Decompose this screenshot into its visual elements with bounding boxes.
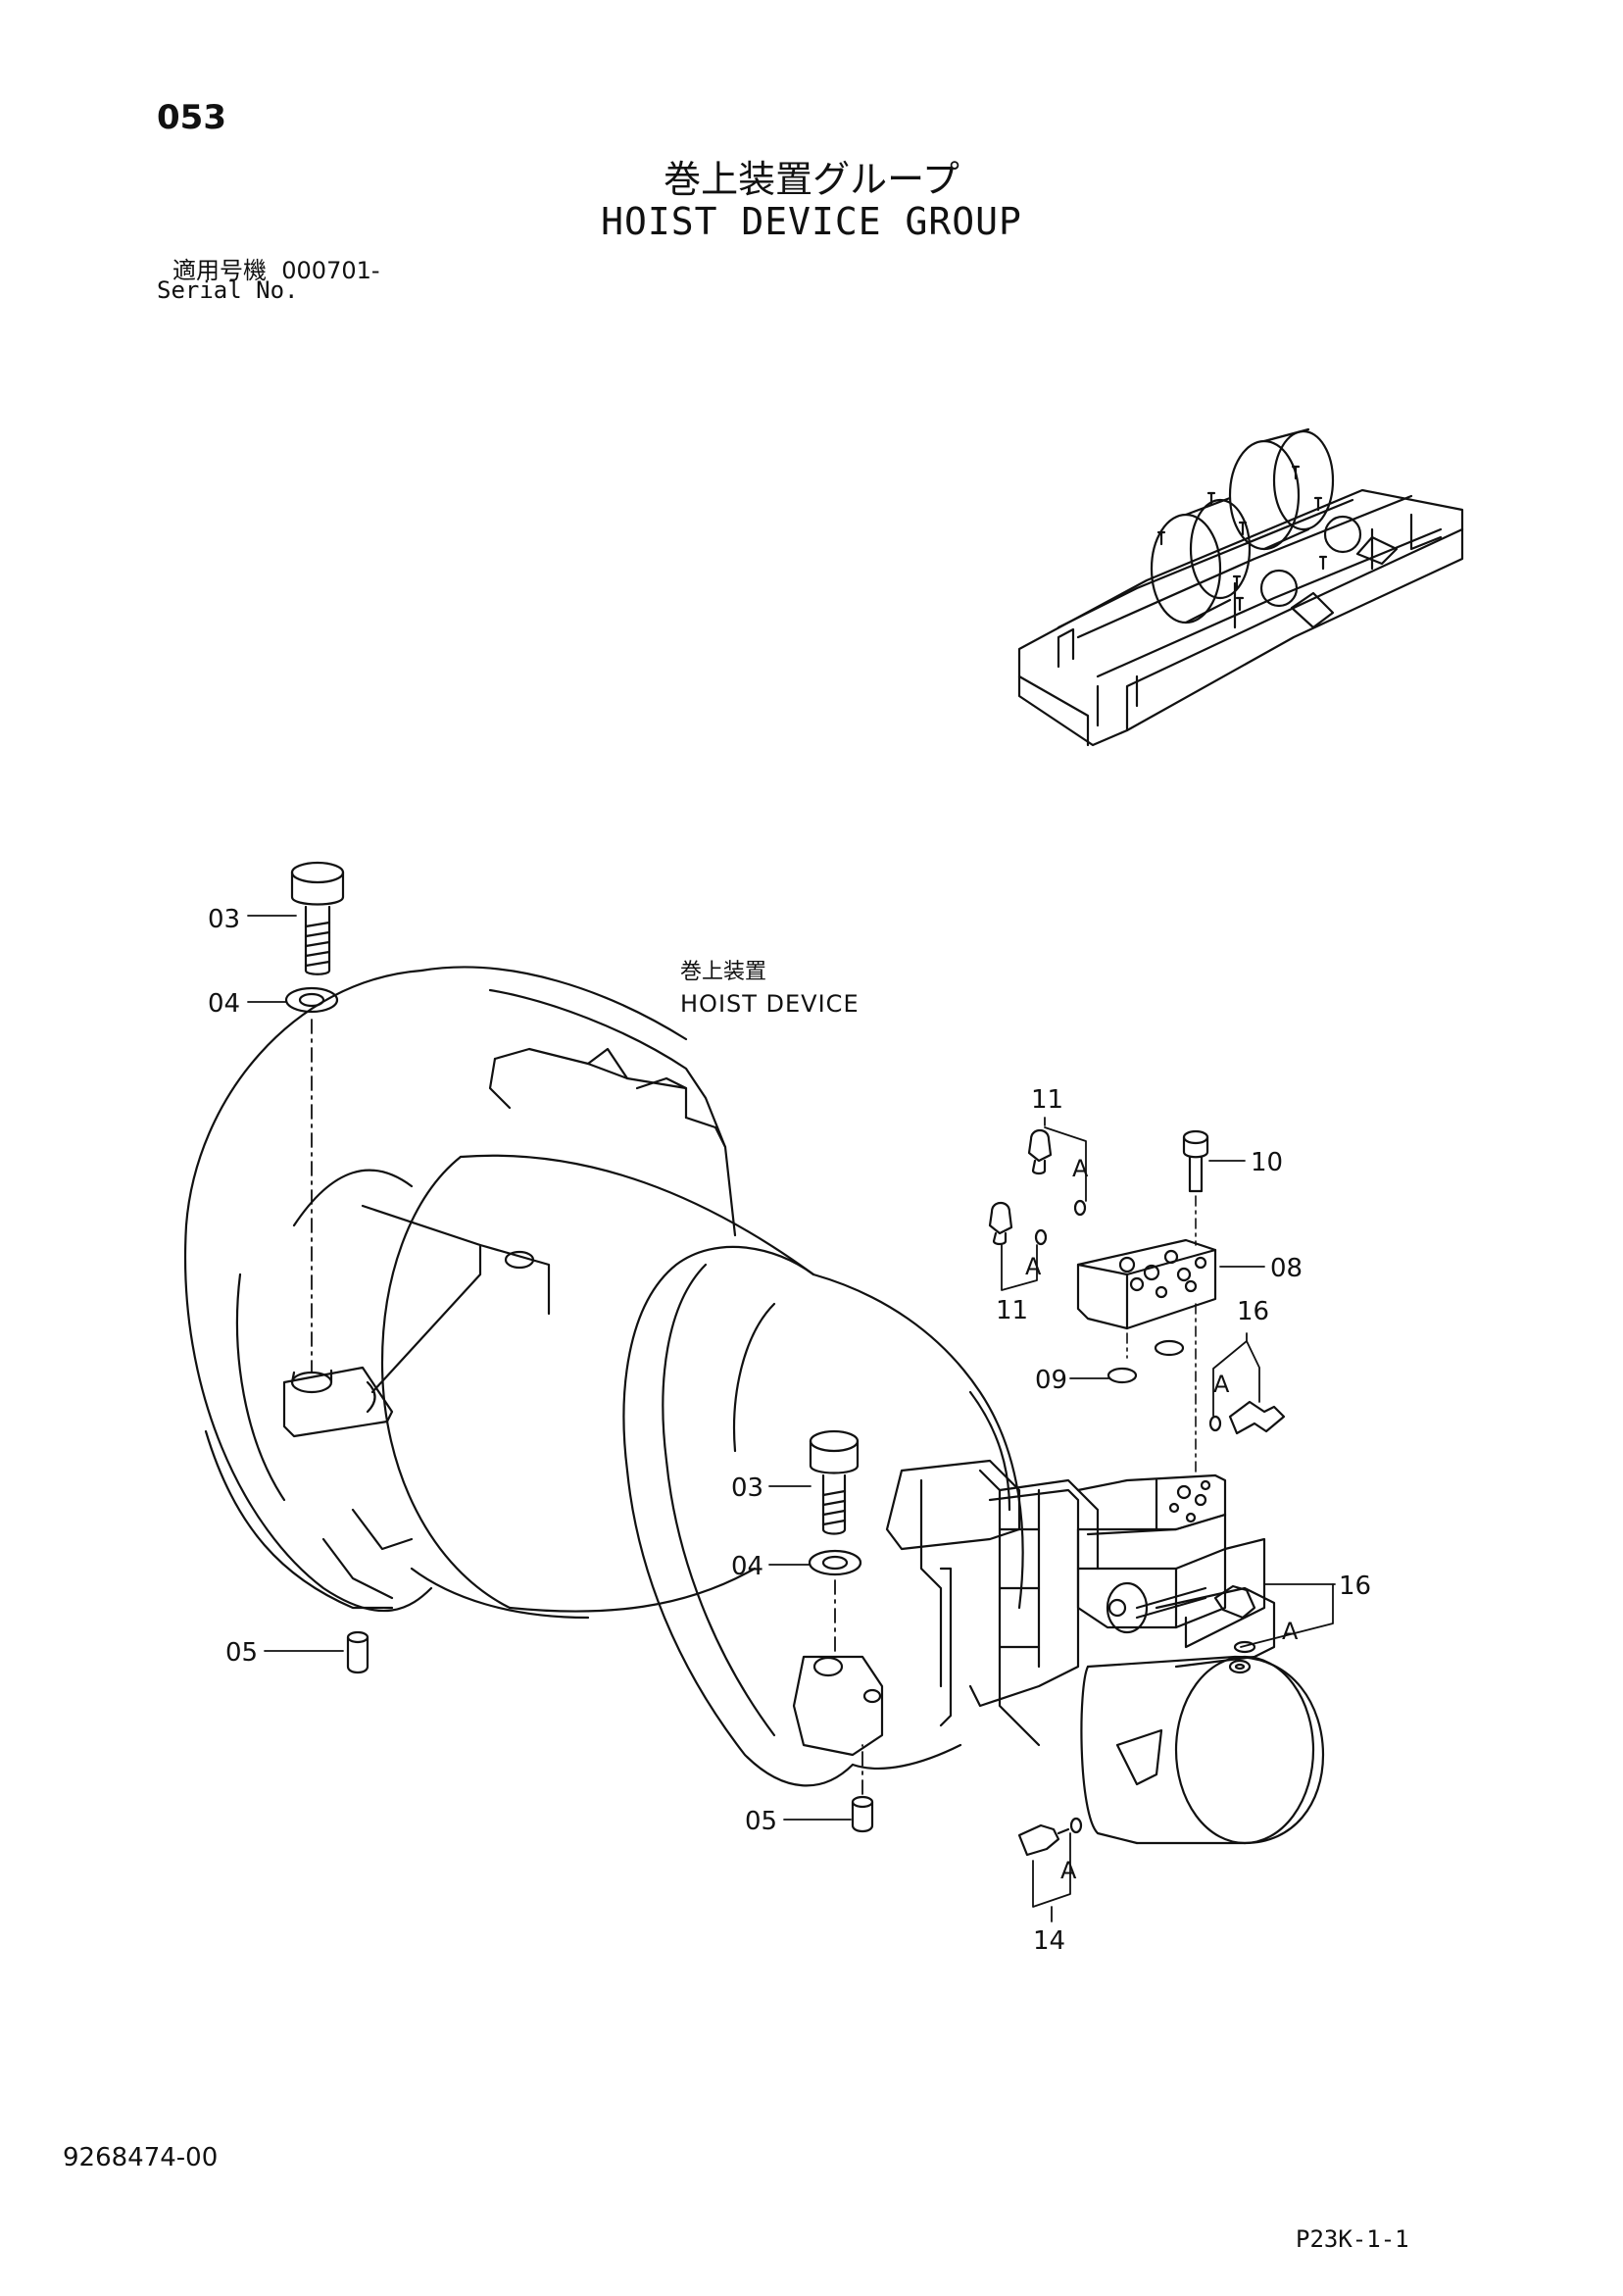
- serial-value: 000701-: [281, 257, 380, 284]
- assembly-label-en: HOIST DEVICE: [680, 990, 860, 1018]
- callout-a-5: A: [1060, 1857, 1077, 1884]
- leader-lines: [247, 915, 1336, 1922]
- callout-a-1: A: [1072, 1155, 1089, 1182]
- port-cap: [1228, 1659, 1252, 1674]
- callout-09: 09: [1035, 1366, 1067, 1395]
- callout-11-top: 11: [1031, 1085, 1063, 1115]
- valve-plate-08: [1076, 1238, 1217, 1330]
- plug-11-a: [1027, 1128, 1053, 1175]
- callout-03-top: 03: [208, 905, 240, 934]
- callout-16-top: 16: [1237, 1297, 1269, 1326]
- callout-labels: 03 04 05 03 04 05 11 11 10 08 09 16 16 1…: [208, 905, 1371, 1956]
- callout-a-4: A: [1282, 1618, 1299, 1645]
- fitting-14: [1017, 1823, 1070, 1857]
- elbow-16-b: [1213, 1584, 1256, 1620]
- serial-line-japanese: 適用号機 000701-: [172, 251, 380, 285]
- oring-09-a: [1107, 1367, 1138, 1384]
- oring-a1: [1073, 1199, 1087, 1217]
- bolt-03-mid: [809, 1429, 860, 1535]
- oring-14: [1069, 1817, 1083, 1834]
- callout-11-bottom: 11: [996, 1296, 1028, 1325]
- callout-03-mid: 03: [731, 1473, 763, 1503]
- callout-05-left: 05: [225, 1638, 258, 1668]
- callout-04-mid: 04: [731, 1552, 763, 1581]
- oring-09-b: [1154, 1339, 1185, 1357]
- pin-05-bottom: [851, 1795, 874, 1833]
- document-number: 9268474-00: [63, 2143, 219, 2172]
- washer-04-top: [284, 986, 339, 1014]
- callout-04-top: 04: [208, 989, 240, 1019]
- hydraulic-motor: [792, 1459, 1325, 1845]
- elbow-16-a: [1228, 1400, 1286, 1435]
- callout-08: 08: [1270, 1254, 1303, 1283]
- serial-label-english: Serial No.: [157, 276, 299, 304]
- bolt-10: [1182, 1129, 1209, 1193]
- callout-16-right: 16: [1339, 1572, 1371, 1601]
- title-japanese: 巻上装置グループ: [664, 158, 959, 201]
- oring-16-b: [1233, 1640, 1256, 1654]
- page-reference: P23K-1-1: [1296, 2225, 1409, 2253]
- callout-10: 10: [1251, 1148, 1283, 1177]
- washer-04-mid: [808, 1549, 862, 1576]
- assembly-label-jp: 巻上装置: [680, 960, 766, 984]
- callout-14: 14: [1033, 1926, 1065, 1956]
- bolt-03-top: [290, 861, 345, 975]
- port-cap-inner: [1234, 1663, 1246, 1671]
- callout-a-3: A: [1213, 1371, 1230, 1398]
- callout-05-bottom: 05: [745, 1807, 777, 1836]
- callout-a-2: A: [1025, 1253, 1042, 1280]
- serial-label-jp: 適用号機: [172, 257, 267, 284]
- title-english: HOIST DEVICE GROUP: [601, 200, 1022, 243]
- oring-a2: [1034, 1228, 1048, 1246]
- page-number: 053: [157, 98, 226, 137]
- inset-frame-overview: [1017, 427, 1464, 747]
- plug-11-b: [988, 1201, 1013, 1246]
- oring-16-a: [1208, 1415, 1222, 1432]
- pin-05-left: [346, 1630, 369, 1674]
